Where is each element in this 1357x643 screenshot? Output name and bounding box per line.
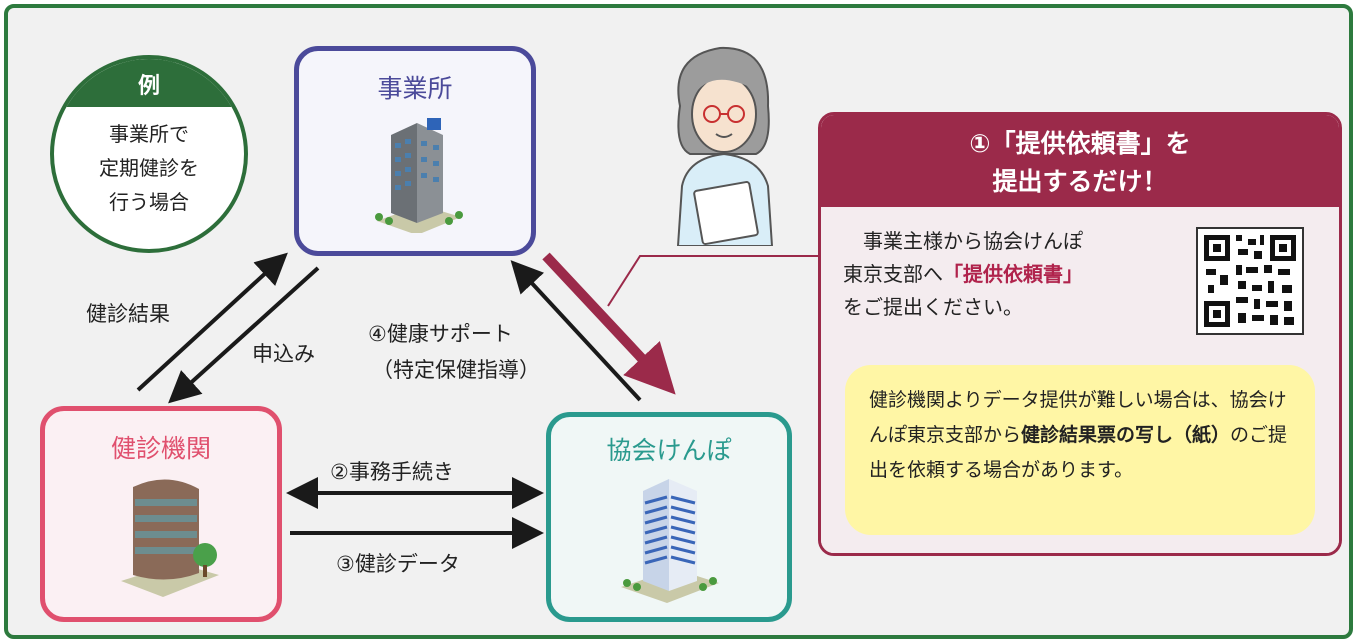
apply-arrow — [168, 266, 320, 404]
panel-title-line: ①「提供依頼書」を — [969, 129, 1191, 158]
panel-header: ①「提供依頼書」を 提出するだけ！ — [821, 115, 1339, 207]
health-support-arrow — [510, 260, 642, 402]
info-panel: ①「提供依頼書」を 提出するだけ！ 事業主様から協会けんぽ 東京支部へ「提供依頼… — [818, 112, 1342, 556]
example-line: 行う場合 — [109, 190, 189, 214]
procedures-label: ②事務手続き — [330, 460, 454, 484]
clinic-node: 健診機関 — [40, 406, 282, 622]
note-box: 健診機関よりデータ提供が難しい場合は、協会けんぽ東京支部から健診結果票の写し（紙… — [845, 365, 1315, 535]
data-label: ③健診データ — [336, 552, 460, 576]
qr-code[interactable] — [1196, 227, 1304, 335]
panel-instruction: 事業主様から協会けんぽ 東京支部へ「提供依頼書」 をご提出ください。 — [843, 225, 1183, 324]
example-line: 定期健診を — [99, 156, 199, 180]
clinic-title: 健診機関 — [110, 434, 211, 463]
panel-title-line: 提出するだけ！ — [992, 167, 1168, 196]
clinic-building-icon — [121, 479, 219, 597]
staff-person-illustration — [676, 46, 774, 246]
note-text-part: 健診機関よりデータ提供が難しい場合は、協会けんぽ東京支部から — [869, 389, 1287, 446]
note-text: 健診機関よりデータ提供が難しい場合は、協会けんぽ東京支部から健診結果票の写し（紙… — [869, 383, 1305, 488]
instruction-text: 東京支部へ — [843, 262, 943, 286]
health-support-label: ④健康サポート — [368, 322, 513, 346]
instruction-highlight: 「提供依頼書」 — [943, 262, 1083, 286]
example-badge-label: 例 — [54, 59, 244, 107]
panel-connector — [607, 255, 820, 307]
kyokai-node: 協会けんぽ — [546, 412, 792, 622]
instruction-line: をご提出ください。 — [843, 295, 1023, 319]
example-badge: 例 事業所で 定期健診を 行う場合 — [50, 55, 248, 253]
results-arrow — [136, 252, 288, 392]
panel-body: 事業主様から協会けんぽ 東京支部へ「提供依頼書」 をご提出ください。 — [821, 207, 1339, 553]
office-building-icon — [375, 118, 463, 233]
apply-label: 申込み — [252, 342, 315, 366]
instruction-line: 事業主様から協会けんぽ — [843, 229, 1083, 253]
qr-code-icon — [1204, 235, 1296, 327]
note-bold-text: 健診結果票の写し（紙） — [1021, 424, 1231, 446]
note-text-part: のご提出を依頼する場合があります。 — [869, 424, 1288, 481]
health-support-sublabel: （特定保健指導） — [372, 358, 540, 382]
kyokai-title: 協会けんぽ — [606, 436, 732, 465]
example-description: 事業所で 定期健診を 行う場合 — [54, 117, 244, 219]
kyokai-building-icon — [621, 479, 719, 603]
example-line: 事業所で — [109, 122, 189, 146]
office-title: 事業所 — [377, 74, 453, 103]
results-label: 健診結果 — [86, 302, 170, 326]
office-node: 事業所 — [294, 46, 536, 256]
submission-arrow — [542, 252, 676, 395]
instruction-line: 東京支部へ「提供依頼書」 — [843, 258, 1183, 291]
